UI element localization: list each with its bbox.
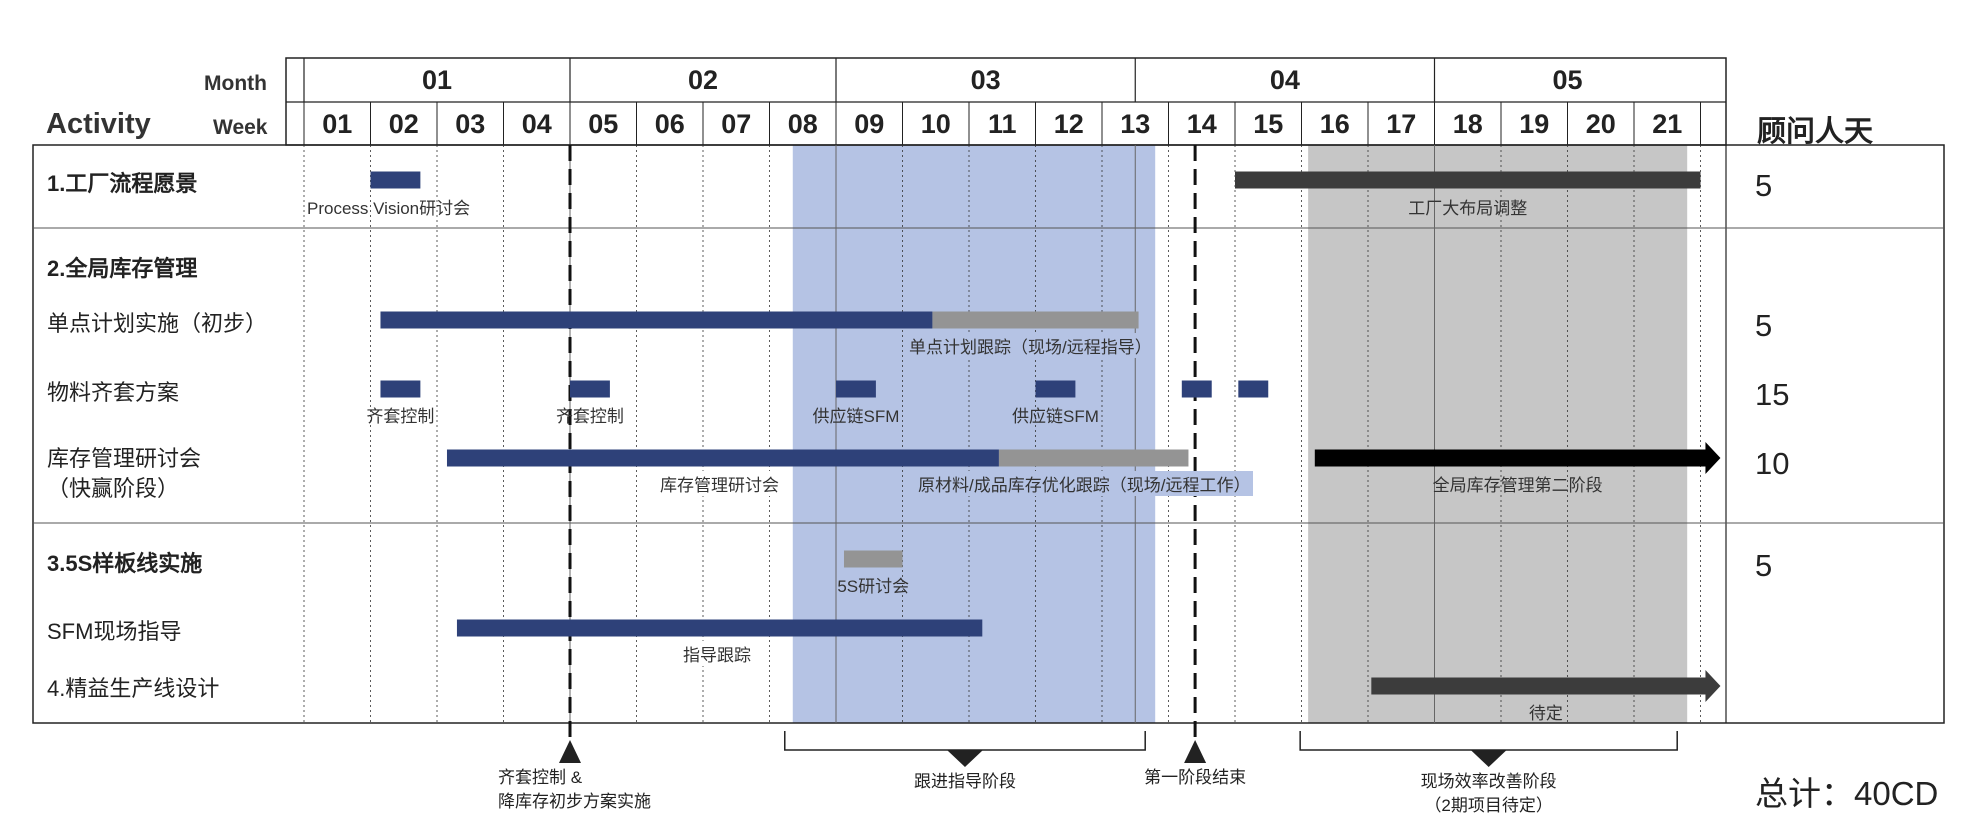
week-label-20: 20 (1585, 109, 1616, 139)
task-label-12: 全局库存管理第二阶段 (1432, 476, 1603, 495)
month-label-04: 04 (1269, 65, 1300, 95)
week-label-15: 15 (1253, 109, 1284, 139)
row-title-material-kitting: 物料齐套方案 (47, 380, 180, 405)
task-bar-15 (1371, 670, 1721, 702)
month-label-01: 01 (421, 65, 453, 95)
milestone-marker-1 (1184, 740, 1207, 763)
task-label-7: 供应链SFM (1011, 407, 1099, 426)
phase-band-1 (1308, 145, 1688, 723)
week-label-04: 04 (521, 109, 552, 139)
days-value-single-point-plan: 5 (1755, 308, 1773, 343)
task-label-1: 工厂大布局调整 (1408, 199, 1528, 218)
task-label-0: Process Vision研讨会 (307, 199, 471, 218)
task-bar-8 (1181, 380, 1212, 398)
task-bar-10 (446, 449, 999, 467)
task-label-3: 单点计划跟踪（现场/远程指导） (906, 333, 1155, 358)
week-label-06: 06 (654, 109, 685, 139)
body-frame (32, 144, 1945, 724)
week-label-18: 18 (1452, 109, 1483, 139)
week-label-17: 17 (1386, 109, 1417, 139)
days-value-5s-line: 5 (1755, 548, 1773, 583)
row-title-5s-line: 3.5S样板线实施 (47, 551, 203, 576)
week-label-11: 11 (987, 109, 1017, 139)
phase-bracket-pointer-1 (1470, 750, 1507, 767)
week-label-16: 16 (1319, 109, 1350, 139)
row-title-sfm-guidance: SFM现场指导 (47, 619, 182, 644)
task-bar-3 (932, 311, 1139, 329)
phase-bracket-pointer-0 (946, 750, 983, 767)
task-bar-0 (370, 171, 421, 189)
week-label-01: 01 (322, 109, 353, 139)
task-bar-13 (843, 550, 903, 568)
phase-bracket-0 (784, 731, 1146, 751)
task-label-5: 齐套控制 (555, 407, 624, 426)
task-label-4: 齐套控制 (366, 407, 435, 426)
task-label-6: 供应链SFM (812, 407, 900, 426)
week-label-09: 09 (854, 109, 885, 139)
month-label-02: 02 (687, 65, 719, 95)
task-bar-12 (1314, 442, 1721, 474)
phase-label-1: 现场效率改善阶段 （2期项目待定） (1420, 772, 1557, 815)
days-value-material-kitting: 15 (1755, 377, 1790, 412)
row-title-inventory-workshop: 库存管理研讨会 （快赢阶段） (47, 446, 202, 501)
phase-label-0: 跟进指导阶段 (913, 772, 1016, 791)
task-bar-4 (380, 380, 421, 398)
consultant-days-header: 顾问人天 (1757, 116, 1874, 148)
task-label-14: 指导跟踪 (680, 641, 754, 666)
week-header-label: Week (213, 116, 268, 139)
row-title-global-inventory: 2.全局库存管理 (47, 256, 198, 281)
row-title-lean-line-design: 4.精益生产线设计 (47, 676, 220, 701)
task-label-11: 原材料/成品库存优化跟踪（现场/远程工作） (915, 471, 1254, 496)
week-label-10: 10 (920, 109, 951, 139)
task-bar-11 (998, 449, 1189, 467)
week-label-05: 05 (588, 109, 619, 139)
week-label-19: 19 (1519, 109, 1550, 139)
milestone-label-0: 齐套控制 & 降库存初步方案实施 (498, 768, 651, 811)
task-bar-5 (570, 380, 610, 398)
task-bar-2 (380, 311, 933, 329)
week-label-07: 07 (721, 109, 752, 139)
task-bar-14 (456, 619, 983, 637)
milestone-marker-0 (559, 740, 581, 763)
week-label-14: 14 (1186, 109, 1217, 139)
days-value-inventory-workshop: 10 (1755, 446, 1790, 481)
activity-header-label: Activity (46, 108, 151, 140)
week-label-13: 13 (1120, 109, 1151, 139)
task-bar-6 (836, 380, 876, 398)
task-bar-1 (1235, 171, 1701, 189)
month-header-label: Month (204, 72, 267, 95)
task-label-10: 库存管理研讨会 (657, 471, 782, 496)
week-label-08: 08 (787, 109, 818, 139)
phase-bracket-1 (1299, 731, 1678, 751)
week-label-03: 03 (455, 109, 486, 139)
task-label-15: 待定 (1528, 704, 1563, 723)
task-bar-7 (1035, 380, 1076, 398)
week-label-21: 21 (1652, 109, 1683, 139)
month-label-03: 03 (970, 65, 1001, 95)
task-bar-9 (1238, 380, 1269, 398)
task-label-13: 5S研讨会 (837, 577, 910, 596)
week-label-02: 02 (388, 109, 419, 139)
week-label-12: 12 (1053, 109, 1084, 139)
month-label-05: 05 (1552, 65, 1583, 95)
milestone-label-1: 第一阶段结束 (1144, 768, 1247, 787)
row-title-factory-vision: 1.工厂流程愿景 (47, 171, 198, 196)
total-days: 总计：40CD (1755, 775, 1939, 812)
days-value-factory-vision: 5 (1755, 168, 1773, 203)
row-title-single-point-plan: 单点计划实施（初步） (47, 311, 268, 336)
